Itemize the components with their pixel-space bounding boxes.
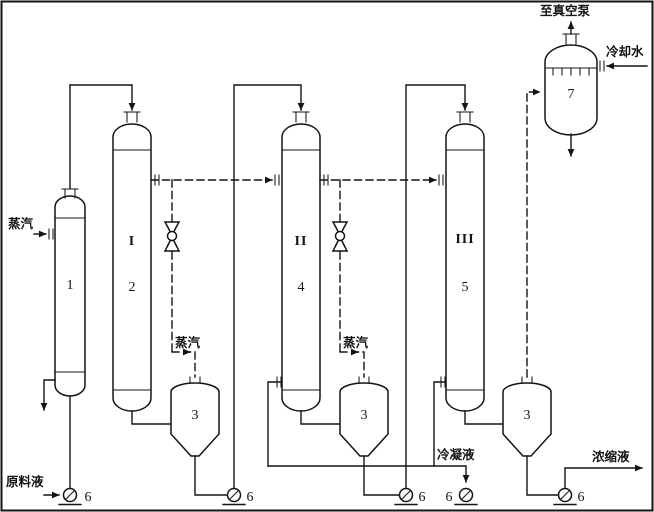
evaporator-2-drain-flange [276,376,282,388]
pump-2-tick [401,490,411,500]
effect-3-numeral: III [455,232,474,247]
evaporator-1-bottom-outlet [131,410,172,425]
separator-3-suction [526,455,559,496]
separator-2-suction [363,455,400,496]
separator-1-suction [194,455,228,496]
evaporator-2-number: 4 [298,280,305,295]
evaporator-effect-1: I 2 [112,111,172,425]
condenser: 7 至真空泵 冷却水 [540,3,648,157]
evaporator-2-top-nozzle [292,111,310,123]
evaporator-3-number: 5 [462,280,469,295]
condensate-pump-tick [461,490,471,500]
pump-1-number: 6 [247,490,254,505]
steam-inlet-label: 蒸汽 [8,216,34,231]
evaporator-1-body [112,123,152,412]
pump-3-number: 6 [578,490,585,505]
preheater-drain-arrow [40,379,56,411]
cooling-water-label: 冷却水 [606,44,644,59]
vapor-valve-2-top [331,221,349,237]
evaporator-effect-2: II 4 [267,111,341,467]
pump-2: 6 [394,84,469,506]
evaporator-2-shell-inlet-flange [274,174,280,186]
feed-pump-tick [65,490,75,500]
effect-1-numeral: I [129,234,135,249]
evaporator-3-shell-drain [433,381,447,467]
pump-1-discharge-line [233,84,305,489]
evaporator-3-bottom-outlet [464,410,504,425]
pump-2-number: 6 [419,490,426,505]
raw-feed-system: 原料液 6 [6,474,92,506]
preheater-body [54,195,86,397]
evaporator-2-body [281,123,321,412]
feed-line-to-effect-1 [69,84,136,111]
evaporator-1-tube-sheets [112,149,152,391]
vapor-valve-2-disc [334,230,346,242]
preheater-tube-sheets [54,217,86,373]
effect-2-numeral: II [295,234,308,249]
preheater-column: 1 [40,84,86,489]
separator-1-body [170,382,220,457]
evaporator-1-top-nozzle [123,111,141,123]
to-vacuum-pump-label: 至真空泵 [540,3,591,18]
condensate-header [267,465,470,483]
separator-3-body [502,382,552,457]
vapor-line-2: 蒸汽 [319,174,444,378]
condensate-label: 冷凝液 [437,447,475,462]
vapor-valve-2-bottom [331,235,349,252]
pump-1-tick [229,490,239,500]
evaporator-effect-3: III 5 [433,111,504,467]
evaporator-3-top-nozzle [456,111,474,123]
vapor-line-1-elbow [171,351,196,378]
condensate-pump-number: 6 [446,490,453,505]
condenser-tubes [552,67,590,76]
evaporator-3-shell-inlet-flange [438,174,444,186]
steam-label-1: 蒸汽 [175,335,201,350]
vapor-valve-1-disc [166,230,178,242]
vapor-line-2-elbow [339,351,365,378]
condenser-number: 7 [568,87,575,102]
vapor-line-1: 蒸汽 [150,174,280,378]
separator-3-number: 3 [524,408,531,423]
vapor-valve-1-top [163,221,181,237]
evaporator-3-drain-flange [440,376,446,388]
evaporator-1-number: 2 [129,280,136,295]
steam-supply: 蒸汽 [8,216,54,240]
preheater-number: 1 [67,278,74,293]
condensate-system: 冷凝液 6 [267,447,478,506]
vapor-line-to-condenser [526,88,541,378]
evaporator-3-body [445,123,485,412]
separator-2-body [339,382,389,457]
pump-3-tick [560,490,570,500]
evaporator-2-tube-sheets [281,149,321,391]
separator-2: 3 [339,376,400,496]
concentrate-label: 浓缩液 [592,449,630,464]
pump-2-discharge-line [405,84,469,489]
raw-feed-label: 原料液 [6,474,44,489]
separator-1-number: 3 [192,408,199,423]
steam-flange-ticks [48,228,54,240]
preheater-top-nozzle [61,188,79,199]
separator-1: 3 [170,376,228,496]
concentrate-outlet-line [564,464,643,489]
cooling-water-flange [599,60,605,72]
steam-label-2: 蒸汽 [343,335,369,350]
evaporator-2-bottom-outlet [300,410,341,425]
pump-1: 6 [222,84,305,506]
feed-pump-number: 6 [85,490,92,505]
pump-3: 6 浓缩液 [553,449,643,506]
evaporator-3-tube-sheets [445,149,485,391]
vapor-valve-1-bottom [163,235,181,252]
separator-2-number: 3 [361,408,368,423]
separator-3: 3 [502,88,559,496]
